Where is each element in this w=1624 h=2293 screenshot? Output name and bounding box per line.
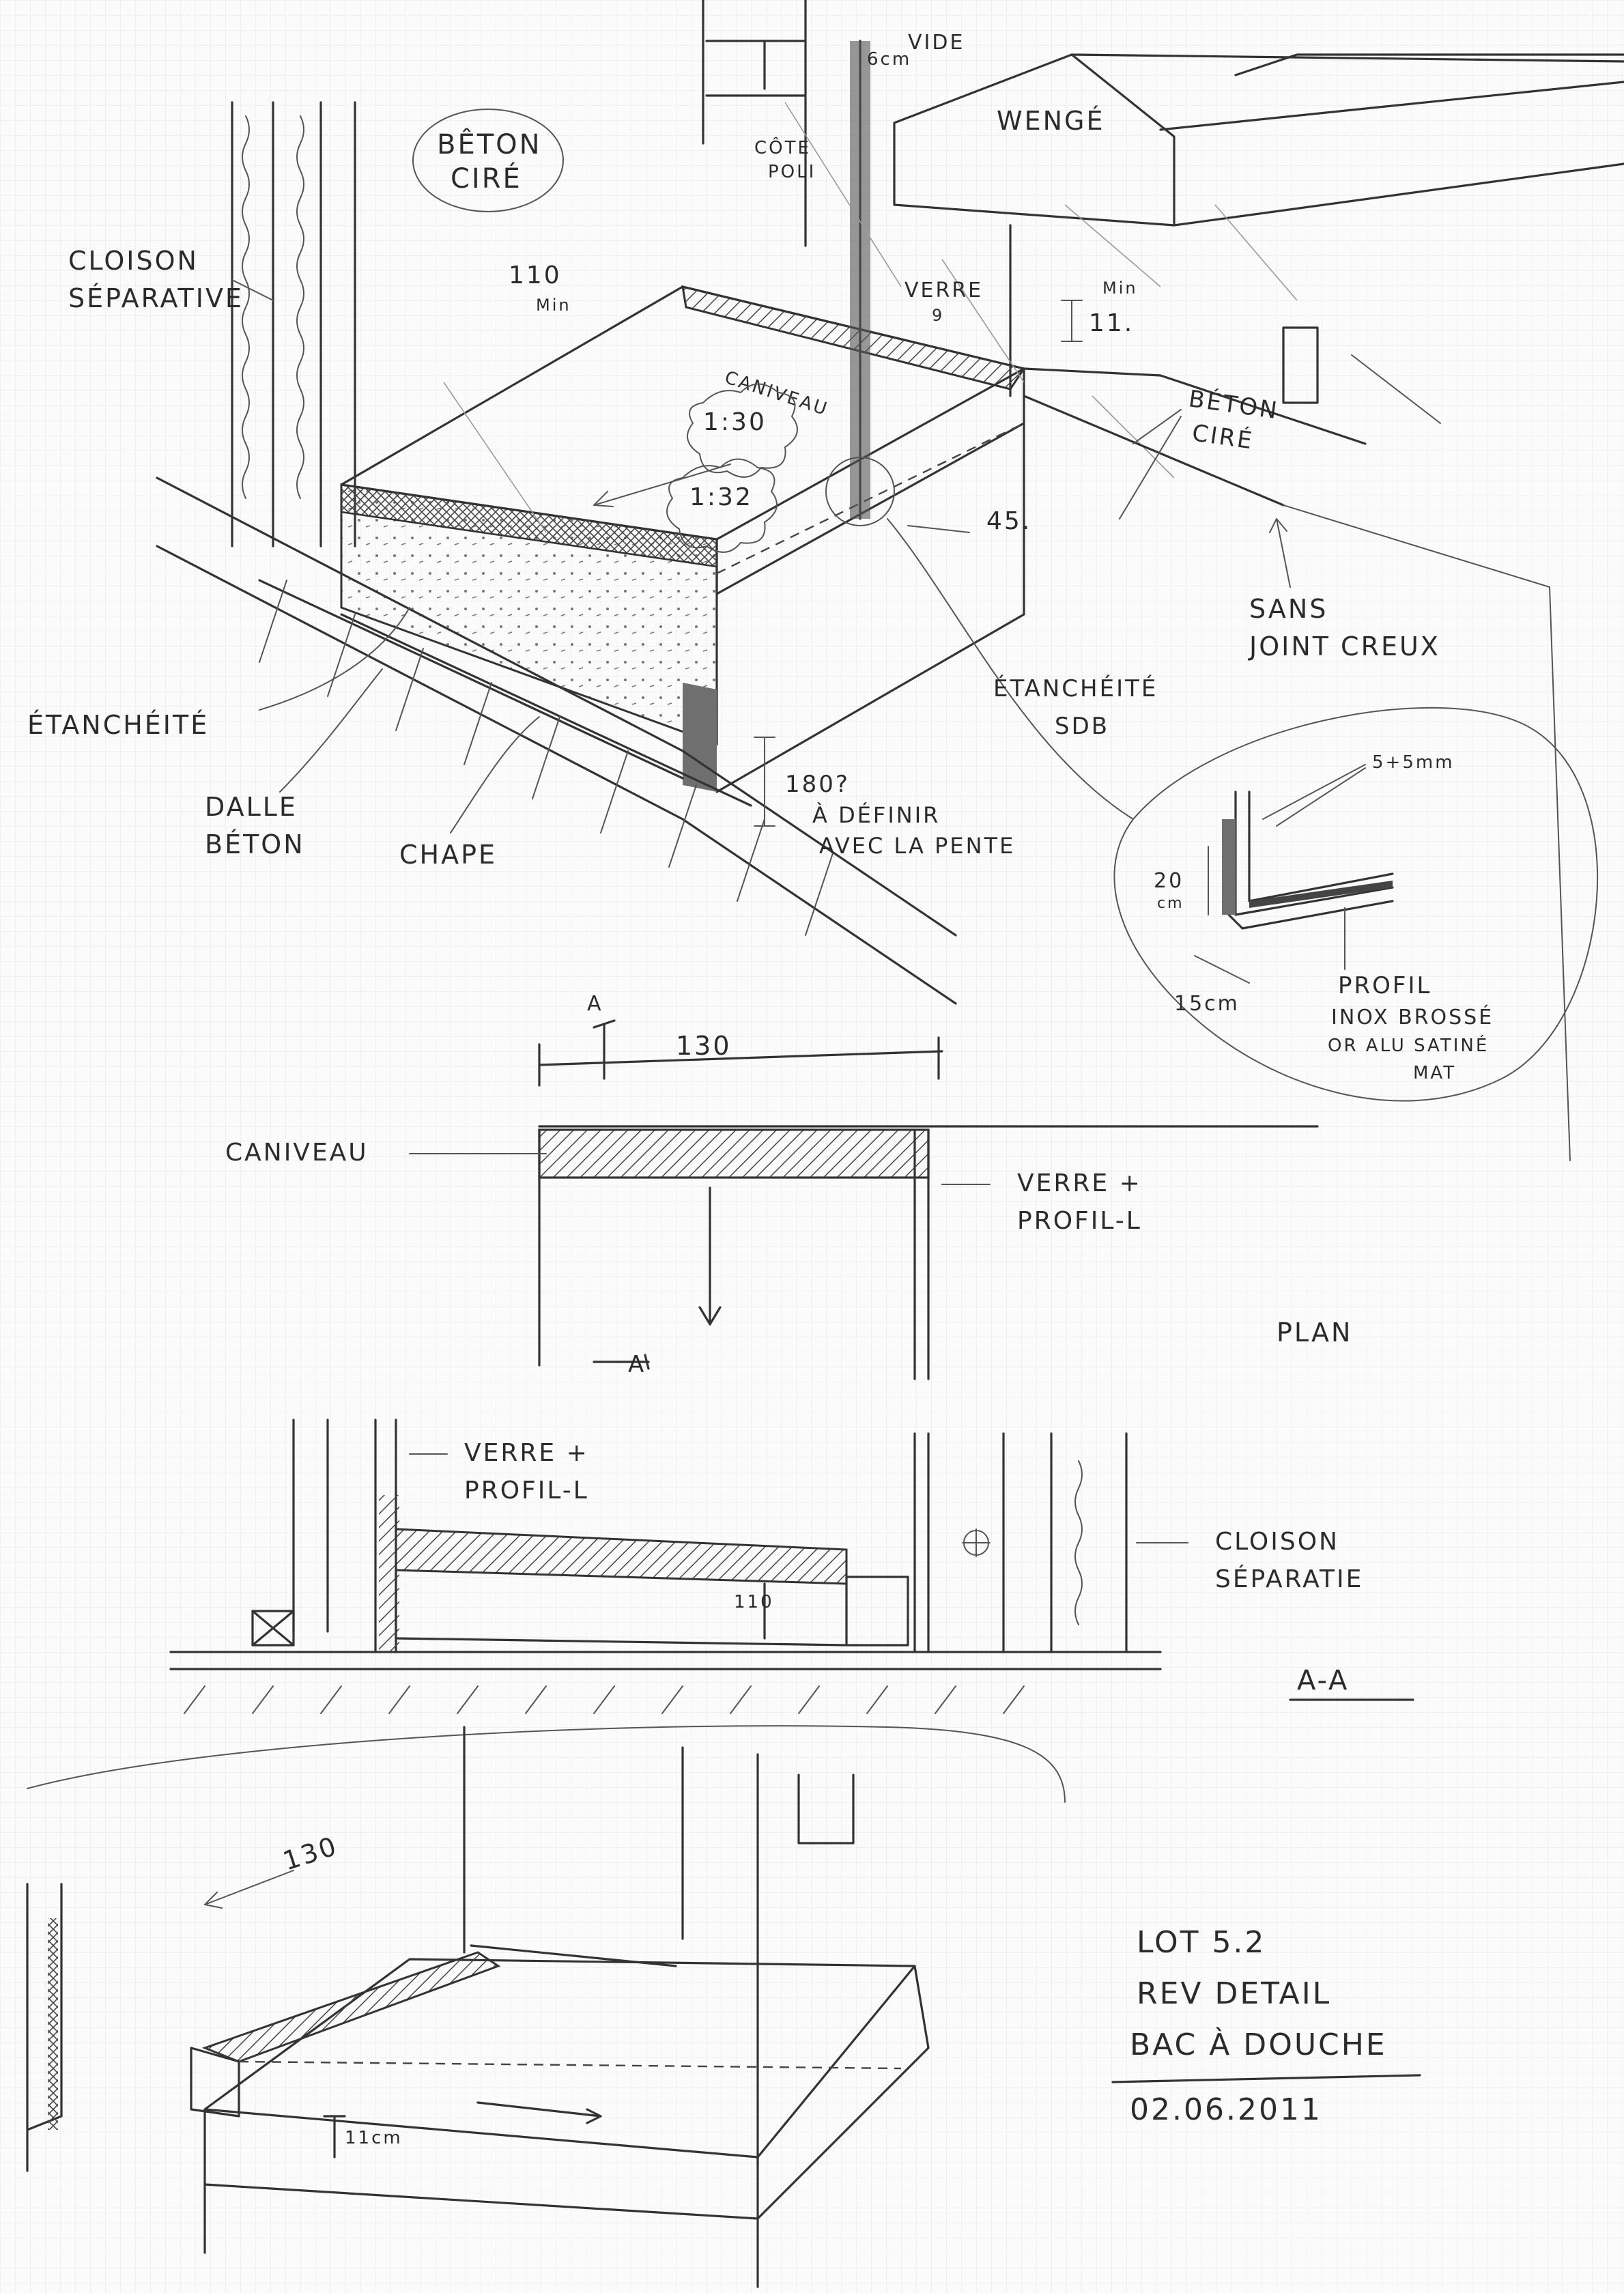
dim-180: 180?: [785, 771, 850, 798]
plan-profil-l: PROFIL-L: [1017, 1207, 1142, 1235]
label-cloison-1: CLOISON: [68, 246, 199, 276]
label-6cm: 6cm: [867, 49, 911, 70]
label-chape: CHAPE: [399, 840, 497, 870]
label-inox: INOX BROSSÉ: [1331, 1005, 1494, 1029]
label-vide: VIDE: [908, 31, 965, 55]
label-beton: BÉTON: [205, 829, 305, 859]
plan-caniveau: CANIVEAU: [225, 1139, 369, 1167]
dim-11-top: 11.: [1089, 309, 1134, 337]
label-cote-poli-1: CÔTE: [754, 137, 811, 158]
slope-1-32-text: 1:32: [689, 483, 753, 511]
beton-cire-badge-1: BÊTON: [437, 128, 542, 160]
label-etancheite-sdb-1: ÉTANCHÉITÉ: [993, 674, 1158, 702]
plan-title: PLAN: [1277, 1318, 1352, 1348]
section-profil-l: PROFIL-L: [464, 1477, 589, 1505]
plan-drawing: A 130 CANIVEAU VERRE + PROFIL-L A PLAN: [225, 992, 1352, 1380]
label-avec-la-pente: AVEC LA PENTE: [819, 833, 1015, 859]
dim-110-top: 110: [509, 261, 562, 289]
label-sans: SANS: [1249, 594, 1328, 624]
plan-section-mark-bottom: A: [628, 1351, 646, 1378]
badge-outline: [412, 109, 564, 212]
label-verre-1: VERRE: [904, 279, 983, 302]
label-cloison-2: SÉPARATIVE: [68, 283, 244, 313]
min-left: Min: [536, 296, 571, 315]
dim-15: 15cm: [1174, 992, 1240, 1016]
bottom-dim-11: 11cm: [345, 2128, 403, 2148]
label-a-definir: À DÉFINIR: [812, 802, 940, 828]
label-cote-poli-2: POLI: [768, 162, 816, 182]
title-bac-a-douche: BAC À DOUCHE: [1130, 2026, 1387, 2062]
label-wenge: WENGÉ: [997, 106, 1105, 136]
section-drawing: VERRE + PROFIL-L CLOISON SÉPARATIE 110 A…: [169, 1419, 1414, 1714]
section-title: A-A: [1297, 1665, 1349, 1696]
title-block: LOT 5.2 REV DETAIL BAC À DOUCHE 02.06.20…: [1111, 1925, 1421, 2127]
section-dim-110: 110: [734, 1592, 774, 1612]
section-separatie: SÉPARATIE: [1215, 1565, 1363, 1593]
label-profil: PROFIL: [1338, 972, 1431, 999]
plan-section-mark-top: A: [587, 992, 603, 1016]
slope-1-30: 1:30: [703, 408, 767, 436]
dim-20: 20: [1154, 869, 1184, 893]
perspective-top: [156, 0, 1624, 1161]
label-etancheite-left: ÉTANCHÉITÉ: [27, 710, 209, 740]
dim-5-5: 5+5mm: [1372, 752, 1455, 773]
dim-20-unit: cm: [1157, 895, 1184, 912]
dim-45: 45.: [986, 507, 1031, 535]
section-verre: VERRE +: [464, 1439, 589, 1467]
min-right: Min: [1102, 279, 1138, 298]
perspective-bottom: 130 11cm: [26, 1725, 1066, 2288]
plan-dim-130: 130: [676, 1031, 732, 1061]
plan-verre: VERRE +: [1017, 1169, 1142, 1197]
label-alu: OR ALU SATINÉ: [1328, 1034, 1489, 1056]
title-lot: LOT 5.2: [1137, 1925, 1266, 1960]
title-date: 02.06.2011: [1130, 2092, 1322, 2127]
title-rev-detail: REV DETAIL: [1137, 1976, 1331, 2011]
label-verre-2: 9: [932, 306, 944, 325]
detail-callout: 5+5mm 20 cm 15cm PROFIL INOX BROSSÉ OR A…: [1154, 752, 1494, 1083]
section-cloison: CLOISON: [1215, 1528, 1339, 1556]
label-dalle: DALLE: [205, 792, 298, 822]
label-etancheite-sdb-2: SDB: [1055, 713, 1109, 740]
label-mat: MAT: [1413, 1063, 1456, 1083]
label-joint-creux: JOINT CREUX: [1248, 631, 1440, 661]
beton-cire-badge-2: CIRÉ: [451, 162, 522, 195]
